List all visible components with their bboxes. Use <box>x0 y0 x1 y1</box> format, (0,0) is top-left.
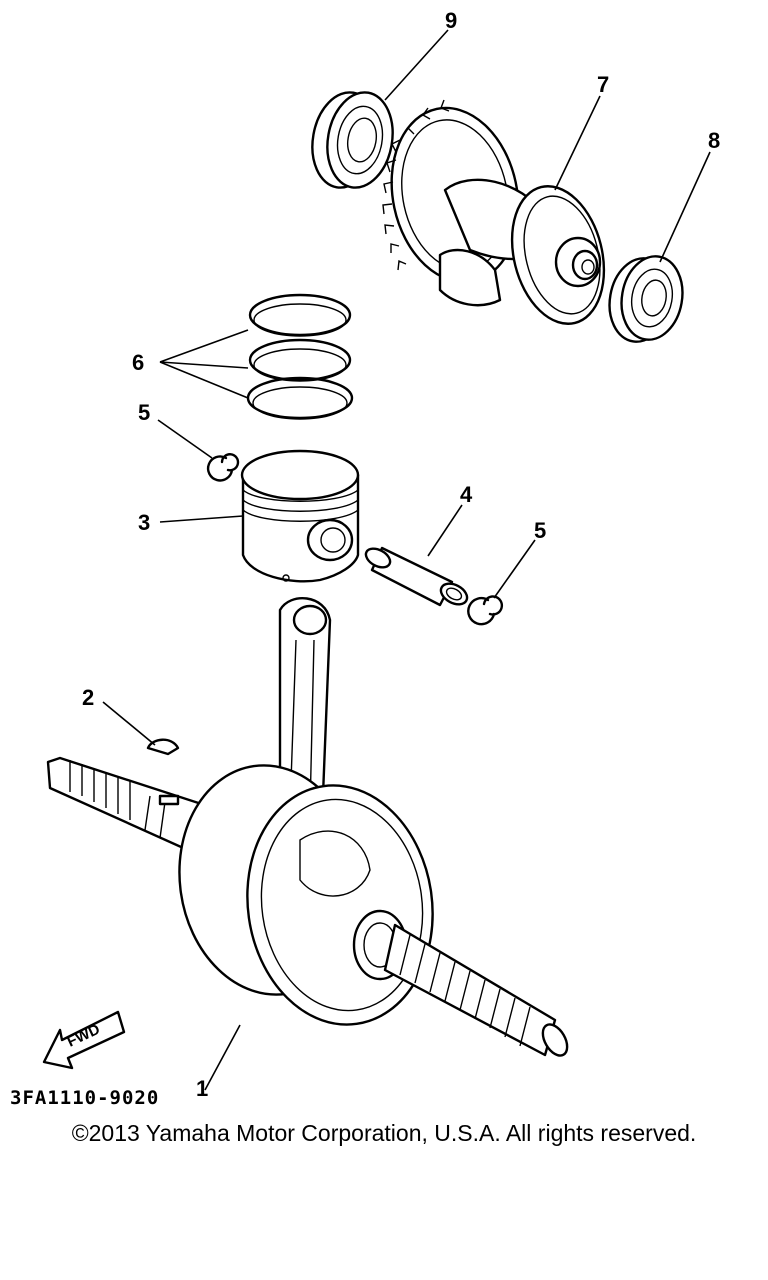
woodruff-key <box>146 738 180 756</box>
forward-direction-arrow: FWD <box>42 1010 126 1070</box>
leader-lines <box>102 29 711 1091</box>
piston-pin <box>364 546 469 607</box>
crankshaft-assembly <box>46 597 569 1057</box>
bearing-8 <box>608 255 684 343</box>
callout-5-lower: 5 <box>534 518 546 543</box>
circlip-upper <box>206 453 240 482</box>
callout-7: 7 <box>597 72 609 97</box>
callout-9: 9 <box>445 8 457 33</box>
callout-4: 4 <box>460 482 473 507</box>
diagram-code: 3FA1110-9020 <box>10 1087 159 1109</box>
callout-8: 8 <box>708 128 720 153</box>
callout-6: 6 <box>132 350 144 375</box>
callout-5-upper: 5 <box>138 400 150 425</box>
callout-1: 1 <box>196 1076 208 1101</box>
copyright-notice: ©2013 Yamaha Motor Corporation, U.S.A. A… <box>71 1120 697 1146</box>
balancer-shaft-assembly <box>382 99 606 325</box>
callout-2: 2 <box>82 685 94 710</box>
callout-3: 3 <box>138 510 150 535</box>
piston-rings <box>246 293 354 420</box>
bearing-9 <box>311 91 394 189</box>
circlip-lower <box>467 595 504 626</box>
piston <box>240 449 360 583</box>
